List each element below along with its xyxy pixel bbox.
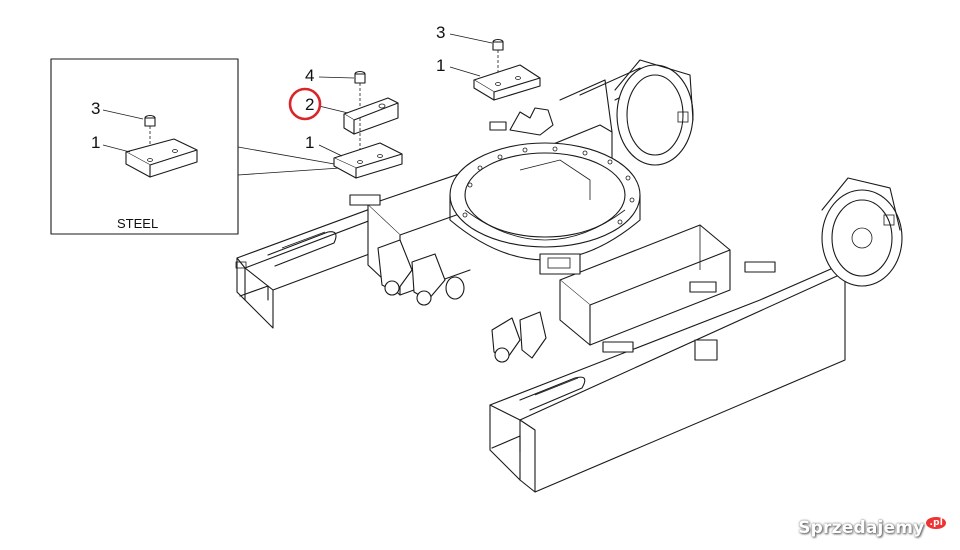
callout-1-middle: 1	[305, 133, 314, 152]
callout-1-top: 1	[436, 56, 445, 75]
inset-callout-1: 1	[91, 133, 100, 152]
track-frame	[235, 59, 903, 493]
inset-steel-label: STEEL	[117, 216, 158, 231]
blade-mount-lugs	[377, 239, 547, 363]
inset-plate	[125, 138, 198, 178]
middle-shoe-assembly: 4 2 1	[288, 66, 403, 179]
inset-callout-3: 3	[91, 99, 100, 118]
inset-detail-box: 3 1 STEEL	[50, 58, 341, 235]
callout-4: 4	[305, 66, 314, 85]
rear-idler-upper	[614, 59, 694, 166]
watermark: Sprzedajemy.pl	[798, 517, 946, 538]
callout-2: 2	[305, 95, 314, 114]
highlight-circle	[288, 87, 322, 121]
top-shoe-assembly: 3 1	[436, 23, 541, 101]
callout-3-top: 3	[436, 23, 445, 42]
inset-bolt	[144, 114, 156, 160]
swing-bearing-ring	[449, 142, 641, 275]
watermark-suffix: .pl	[926, 517, 946, 529]
watermark-text: Sprzedajemy	[798, 518, 925, 538]
rear-idler-lower	[821, 177, 903, 287]
